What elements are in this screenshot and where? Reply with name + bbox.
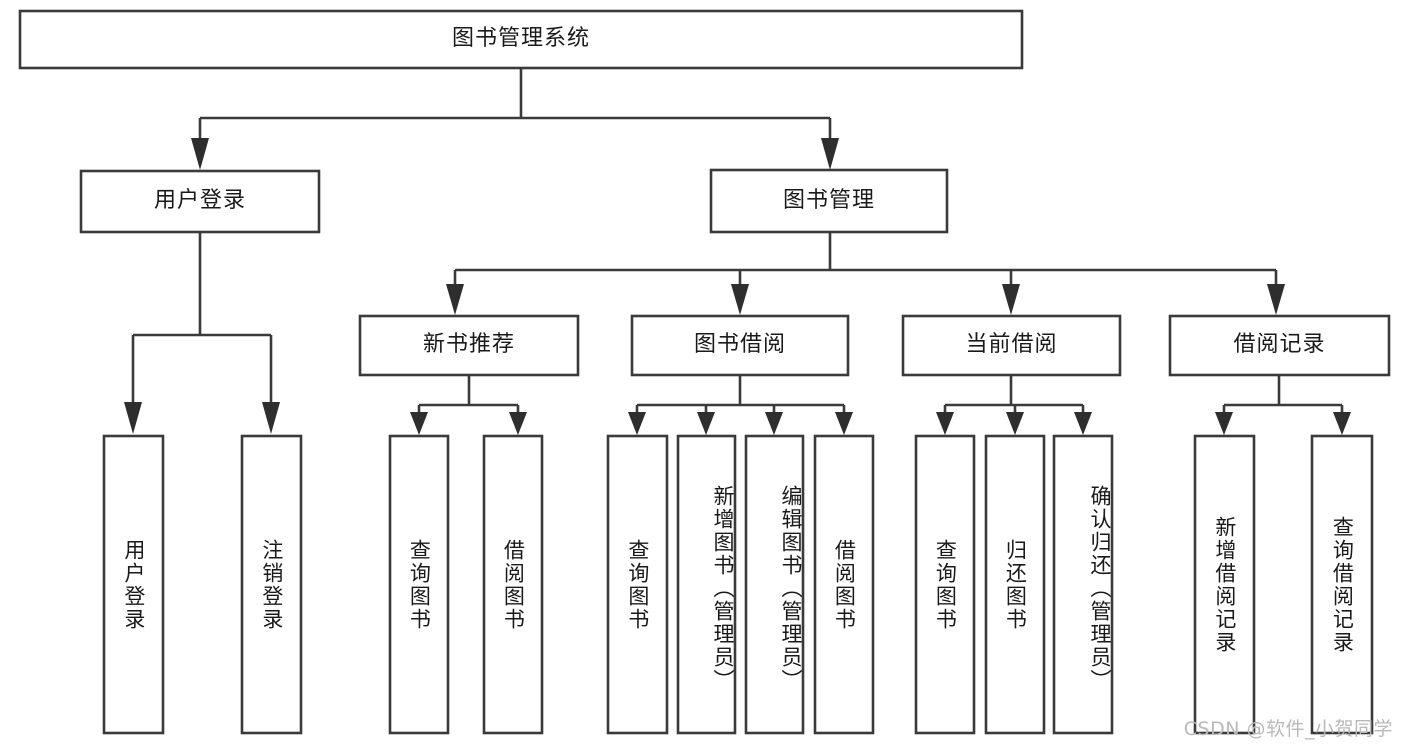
- arrow-head-new-book-rec: [446, 284, 464, 315]
- watermark-text: CSDN @软件_小贺同学: [1183, 718, 1393, 740]
- node-box-leaf-query-book-3[interactable]: [914, 434, 976, 735]
- node-box-root[interactable]: [18, 9, 1024, 70]
- connector-group-root: [191, 68, 839, 170]
- connector-group-user-login: [124, 232, 280, 434]
- connector-group-new-book-rec: [410, 375, 527, 435]
- arrow-head-leaf-edit-book: [765, 412, 783, 435]
- arrow-head-leaf-confirm-return: [1074, 412, 1092, 435]
- connector-group-book-borrow: [628, 375, 853, 435]
- arrow-head-leaf-query-record: [1333, 412, 1351, 435]
- arrow-head-leaf-add-book: [697, 412, 715, 435]
- arrow-head-leaf-borrow-book-1: [509, 412, 527, 435]
- node-box-leaf-borrow-book-2[interactable]: [813, 434, 875, 735]
- node-box-current-borrow[interactable]: [901, 314, 1122, 377]
- node-box-leaf-query-book-2[interactable]: [606, 434, 669, 735]
- node-box-leaf-edit-book[interactable]: [744, 434, 805, 735]
- arrow-head-current-borrow: [1002, 284, 1020, 315]
- arrow-head-leaf-borrow-book-2: [835, 412, 853, 435]
- node-box-book-borrow[interactable]: [630, 314, 850, 377]
- connector-group-current-borrow: [936, 375, 1092, 435]
- node-box-borrow-record[interactable]: [1168, 314, 1391, 377]
- connector-group-borrow-record: [1215, 375, 1351, 435]
- arrow-head-user-login: [191, 138, 209, 170]
- node-box-leaf-borrow-book-1[interactable]: [482, 434, 544, 735]
- arrow-head-book-borrow: [731, 284, 749, 315]
- node-box-leaf-add-record[interactable]: [1193, 434, 1256, 735]
- arrow-head-leaf-query-book-2: [628, 412, 646, 435]
- arrow-head-leaf-query-book-1: [410, 412, 428, 435]
- node-box-leaf-query-book-1[interactable]: [388, 434, 450, 735]
- node-box-book-mgmt[interactable]: [709, 168, 949, 234]
- node-box-leaf-confirm-return[interactable]: [1052, 434, 1114, 735]
- arrow-head-leaf-return-book: [1006, 412, 1024, 435]
- node-box-leaf-add-book[interactable]: [676, 434, 737, 735]
- node-box-leaf-return-book[interactable]: [984, 434, 1046, 735]
- arrow-head-leaf-user-login: [124, 402, 142, 434]
- node-box-user-login[interactable]: [79, 169, 321, 234]
- connector-group-book-mgmt: [446, 232, 1285, 315]
- arrow-head-borrow-record: [1267, 284, 1285, 315]
- arrow-head-leaf-logout: [262, 402, 280, 434]
- node-box-leaf-query-record[interactable]: [1310, 434, 1374, 735]
- node-box-leaf-user-login[interactable]: [102, 434, 165, 735]
- node-box-leaf-logout[interactable]: [240, 434, 303, 735]
- node-box-new-book-rec[interactable]: [358, 314, 580, 377]
- arrow-head-leaf-query-book-3: [936, 412, 954, 435]
- arrow-head-leaf-add-record: [1215, 412, 1233, 435]
- arrow-head-book-mgmt: [821, 138, 839, 170]
